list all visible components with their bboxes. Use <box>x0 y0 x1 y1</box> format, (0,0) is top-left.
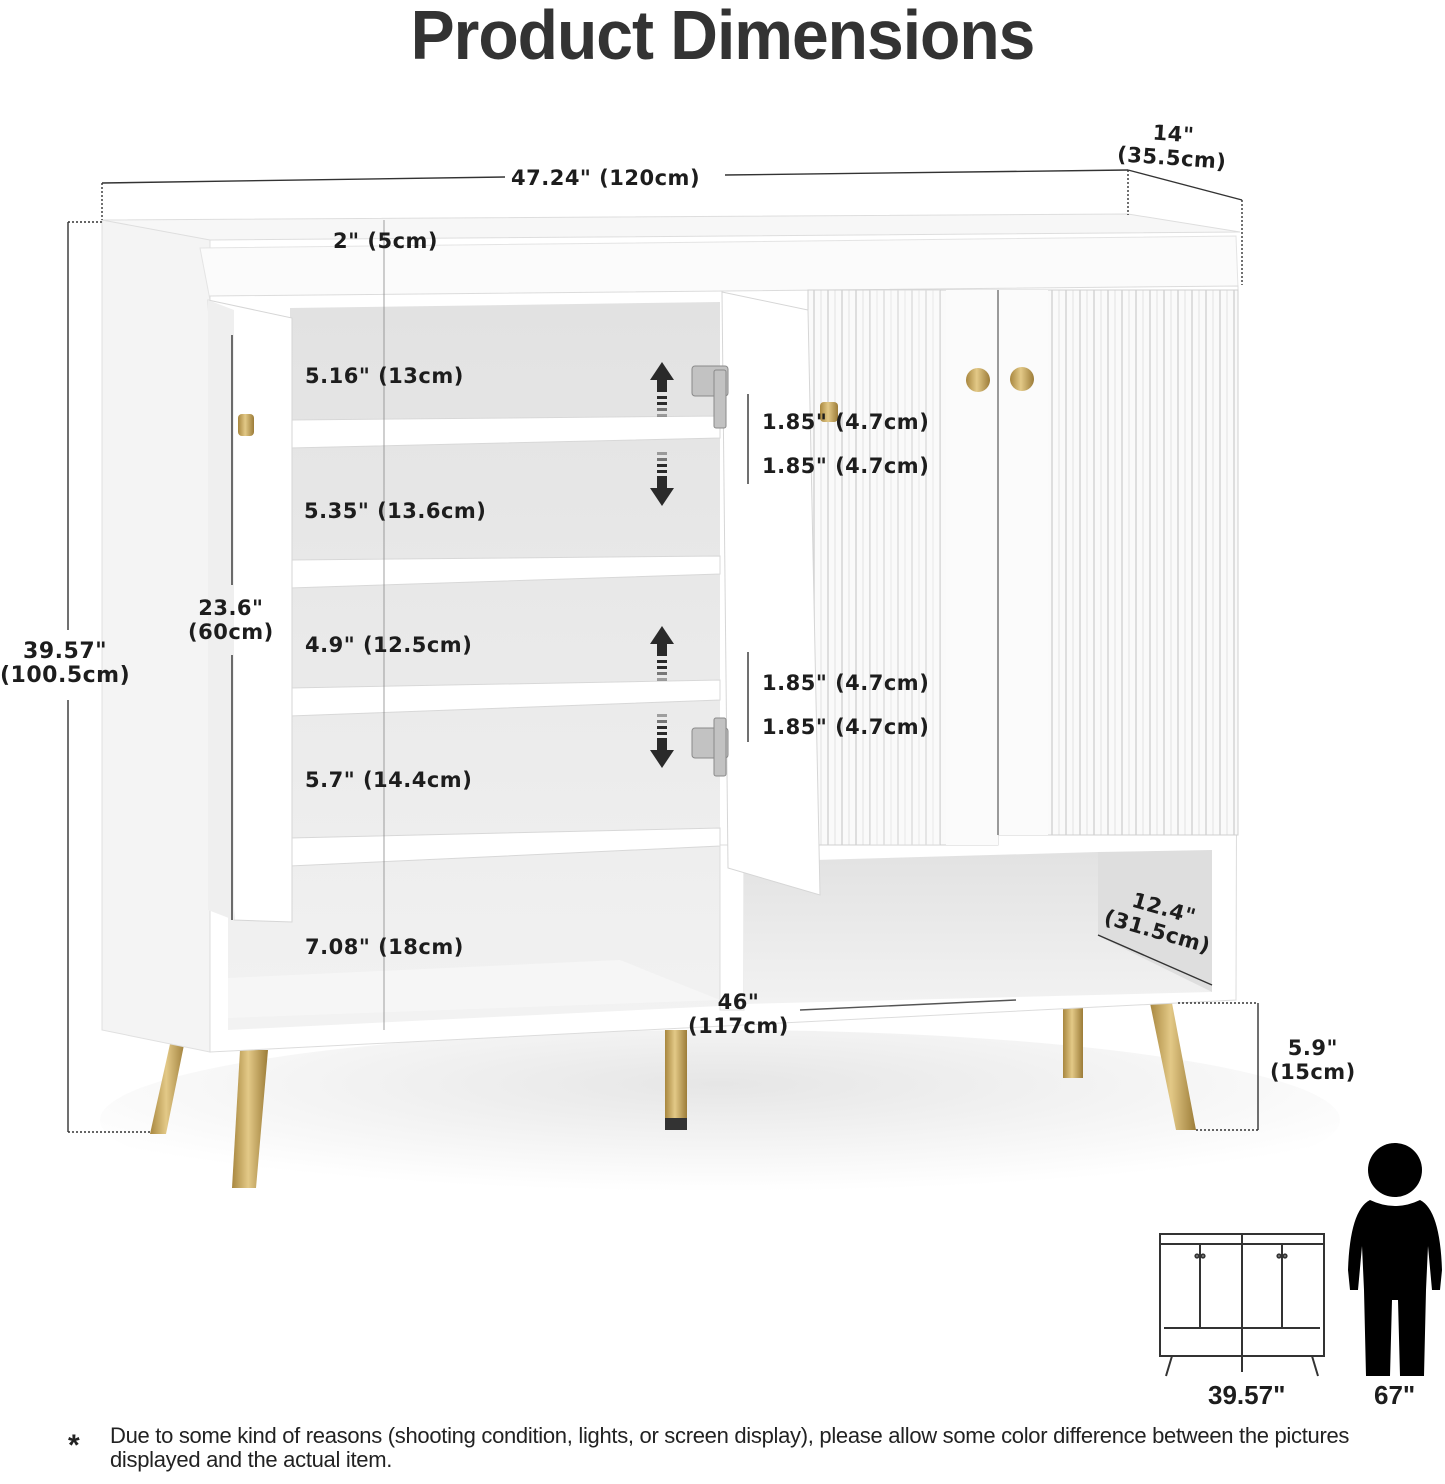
depth-label: 14" (35.5cm) <box>1116 118 1228 174</box>
disclaimer-text: Due to some kind of reasons (shooting co… <box>110 1423 1350 1472</box>
person-silhouette-icon <box>1348 1143 1442 1376</box>
floor-shadow <box>100 1030 1340 1210</box>
shelf-gap-3-label: 4.9" (12.5cm) <box>305 633 473 657</box>
shelf-gap-1-label: 5.16" (13cm) <box>305 364 464 388</box>
leg-height-inch: 5.9" <box>1287 1036 1338 1060</box>
gold-legs <box>150 1003 1196 1188</box>
shelf-gap-5-label: 7.08" (18cm) <box>305 935 464 959</box>
inner-width-label: 46" (117cm) <box>688 990 789 1038</box>
asterisk-icon: * <box>68 1429 80 1462</box>
scale-cabinet-height-label: 39.57" <box>1208 1380 1286 1410</box>
lower-adjust-1-label: 1.85" (4.7cm) <box>762 671 930 695</box>
overall-width-label: 47.24" (120cm) <box>511 166 701 190</box>
upper-adjust-2-label: 1.85" (4.7cm) <box>762 454 930 478</box>
leg-height-label: 5.9" (15cm) <box>1270 1036 1356 1084</box>
inner-width-cm: (117cm) <box>688 1014 789 1038</box>
hinge-icon <box>691 365 729 777</box>
door-height-label: 23.6" (60cm) <box>188 596 274 644</box>
inner-width-inch: 46" <box>717 990 760 1014</box>
shelf-gap-2-label: 5.35" (13.6cm) <box>304 499 487 523</box>
cabinet-outline-icon <box>1159 1233 1325 1377</box>
lower-adjust-2-label: 1.85" (4.7cm) <box>762 715 930 739</box>
door-height-inch: 23.6" <box>198 596 264 620</box>
top-lip-label: 2" (5cm) <box>333 229 439 253</box>
double-vertical-arrow-icon <box>650 626 674 768</box>
shelf-gap-4-label: 5.7" (14.4cm) <box>305 768 473 792</box>
door-height-cm: (60cm) <box>188 620 274 644</box>
double-vertical-arrow-icon <box>650 362 674 506</box>
overall-height-label: 39.57" (100.5cm) <box>0 640 130 688</box>
gold-knobs <box>238 367 1034 436</box>
dimension-lines <box>67 169 1259 1133</box>
upper-adjust-1-label: 1.85" (4.7cm) <box>762 410 930 434</box>
overall-height-cm: (100.5cm) <box>0 663 131 688</box>
leg-height-cm: (15cm) <box>1270 1060 1356 1084</box>
overall-height-inch: 39.57" <box>23 639 108 664</box>
page-title: Product Dimensions <box>410 0 1036 74</box>
scale-person-height-label: 67" <box>1374 1380 1416 1410</box>
